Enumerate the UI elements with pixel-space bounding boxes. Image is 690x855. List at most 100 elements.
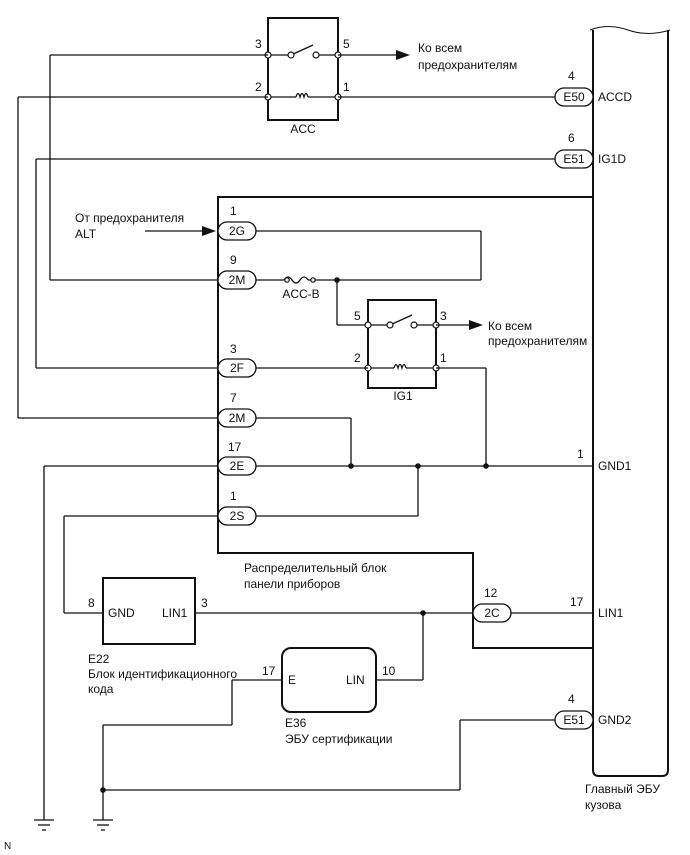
relay-ig1-pin-label-5: 5 xyxy=(354,309,361,323)
relay-acc-coil xyxy=(295,92,309,100)
e22-gnd-label: GND xyxy=(108,606,135,620)
relay-ig1-pin-5 xyxy=(364,321,372,329)
ecu-label: Главный ЭБУ xyxy=(585,782,660,796)
ig1-arrow-text: Ко всем xyxy=(488,319,532,333)
ecu-connector-e50-label: E50 xyxy=(563,90,585,104)
junction-block-outline xyxy=(217,196,593,649)
junction-block-label-2: панели приборов xyxy=(244,577,340,591)
ecu-pin-accd-number: 4 xyxy=(568,69,575,83)
e22-code: E22 xyxy=(88,652,110,666)
ecu-pin-gnd2-signal: GND2 xyxy=(598,713,632,727)
relay-acc-pin-label-5: 5 xyxy=(343,37,350,51)
junction-block-label: Распределительный блок xyxy=(244,561,387,575)
alt-fuse-source: От предохранителя ALT xyxy=(75,211,216,241)
relay-ig1-pin-label-1: 1 xyxy=(440,351,447,365)
ecu-pin-gnd1-number: 1 xyxy=(577,447,584,461)
e36-lin-label: LIN xyxy=(346,673,365,687)
connector-2e: 2E 17 1 GND1 xyxy=(43,440,632,820)
wire-relay-acc-pin3 xyxy=(49,54,268,281)
relay-acc-pin-label-3: 3 xyxy=(255,37,262,51)
connector-2g-label: 2G xyxy=(229,224,245,238)
relay-acc-pin-label-1: 1 xyxy=(343,80,350,94)
relay-ig1-pin-label-2: 2 xyxy=(354,351,361,365)
body-ecu: Главный ЭБУ кузова xyxy=(585,25,671,812)
connector-2m-9-label: 2M xyxy=(229,273,246,287)
module-e22-box xyxy=(102,577,196,645)
wire-gnd2: E51 4 GND2 xyxy=(100,692,632,793)
connector-2s-pin: 1 xyxy=(230,489,237,503)
connector-2f-label: 2F xyxy=(230,361,244,375)
corner-mark: N xyxy=(4,841,11,852)
fuse-acc-b xyxy=(283,276,309,284)
ecu-pin-lin1-number: 17 xyxy=(570,595,584,609)
e22-gnd-pin: 8 xyxy=(88,596,95,610)
acc-arrow-text-2: предохранителям xyxy=(418,58,517,72)
junction-dot-gnd-a xyxy=(348,463,354,469)
ecu-break-line xyxy=(589,25,671,35)
ecu-label-2: кузова xyxy=(585,798,622,812)
alt-source-text-2: ALT xyxy=(75,227,97,241)
e22-lin-label: LIN1 xyxy=(162,606,188,620)
connector-2m-7-pin: 7 xyxy=(230,391,237,405)
ig1-arrow-text-2: предохранителям xyxy=(488,334,587,348)
module-e22: GND LIN1 8 3 E22 Блок идентификационного… xyxy=(88,577,237,696)
connector-2g: 2G 1 xyxy=(217,204,482,281)
relay-ig1-pin-label-3: 3 xyxy=(440,309,447,323)
alt-source-text: От предохранителя xyxy=(75,211,184,225)
relay-acc-pin-label-2: 2 xyxy=(255,80,262,94)
relay-ig1: 5 3 2 1 IG1 xyxy=(354,299,447,403)
connector-2f-pin: 3 xyxy=(230,342,237,356)
e36-e-label: E xyxy=(288,673,296,687)
wire-ig1d xyxy=(35,158,555,369)
junction-dot-gnd-c xyxy=(483,463,489,469)
relay-acc-box xyxy=(267,17,339,121)
ecu-connector-e51-bottom-label: E51 xyxy=(563,713,585,727)
e36-e-pin: 17 xyxy=(262,664,276,678)
e22-name-2: кода xyxy=(88,682,114,696)
connector-2m-9: 2M 9 ACC-B xyxy=(217,253,368,326)
ground-symbol-left xyxy=(34,819,54,831)
ecu-pin-ig1d-number: 6 xyxy=(568,131,575,145)
relay-ig1-switch xyxy=(389,314,413,326)
connector-2m-7: 2M 7 xyxy=(18,391,352,466)
ig1-output-arrow: Ко всем предохранителям xyxy=(436,319,587,348)
relay-acc-label: ACC xyxy=(290,122,316,136)
connector-2c-pin: 12 xyxy=(484,586,498,600)
ecu-connector-e51-top: E51 6 IG1D xyxy=(554,131,626,169)
ecu-pin-gnd1-signal: GND1 xyxy=(598,459,632,473)
connector-2c: 2C 12 17 LIN1 xyxy=(472,586,624,623)
connector-2c-label: 2C xyxy=(484,606,500,620)
relay-acc-switch xyxy=(290,44,314,56)
connector-2e-pin: 17 xyxy=(228,440,242,454)
connector-2g-pin: 1 xyxy=(230,204,237,218)
wire-ig1-coil-ground xyxy=(436,367,487,466)
relay-ig1-box xyxy=(367,299,437,389)
e36-name: ЭБУ сертификации xyxy=(285,732,393,746)
ecu-pin-ig1d-signal: IG1D xyxy=(598,152,626,166)
e36-code: E36 xyxy=(285,716,307,730)
ecu-pin-accd-signal: ACCD xyxy=(598,90,632,104)
relay-ig1-label: IG1 xyxy=(393,389,413,403)
e22-lin-pin: 3 xyxy=(201,596,208,610)
ecu-outline xyxy=(592,30,669,777)
wire-accd xyxy=(17,96,555,418)
relay-acc: 3 5 2 1 ACC xyxy=(255,17,350,136)
connector-2s: 2S 1 xyxy=(63,466,419,614)
acc-output-arrow: Ко всем предохранителям xyxy=(338,41,517,72)
acc-arrow-text: Ко всем xyxy=(418,41,462,55)
e36-lin-pin: 10 xyxy=(382,664,396,678)
connector-2f: 2F 3 xyxy=(217,342,368,378)
ground-symbol-right xyxy=(93,819,113,831)
junction-dot-gnd2 xyxy=(100,787,106,793)
connector-2s-label: 2S xyxy=(230,509,245,523)
ecu-pin-gnd2-number: 4 xyxy=(568,692,575,706)
connector-2m-9-pin: 9 xyxy=(230,253,237,267)
alt-source-arrow xyxy=(202,226,216,236)
connector-2e-label: 2E xyxy=(230,459,245,473)
relay-ig1-coil xyxy=(393,363,407,371)
fuse-acc-b-label: ACC-B xyxy=(282,287,319,301)
wire-lin-bus xyxy=(195,610,593,681)
ecu-connector-e51-label: E51 xyxy=(563,152,585,166)
